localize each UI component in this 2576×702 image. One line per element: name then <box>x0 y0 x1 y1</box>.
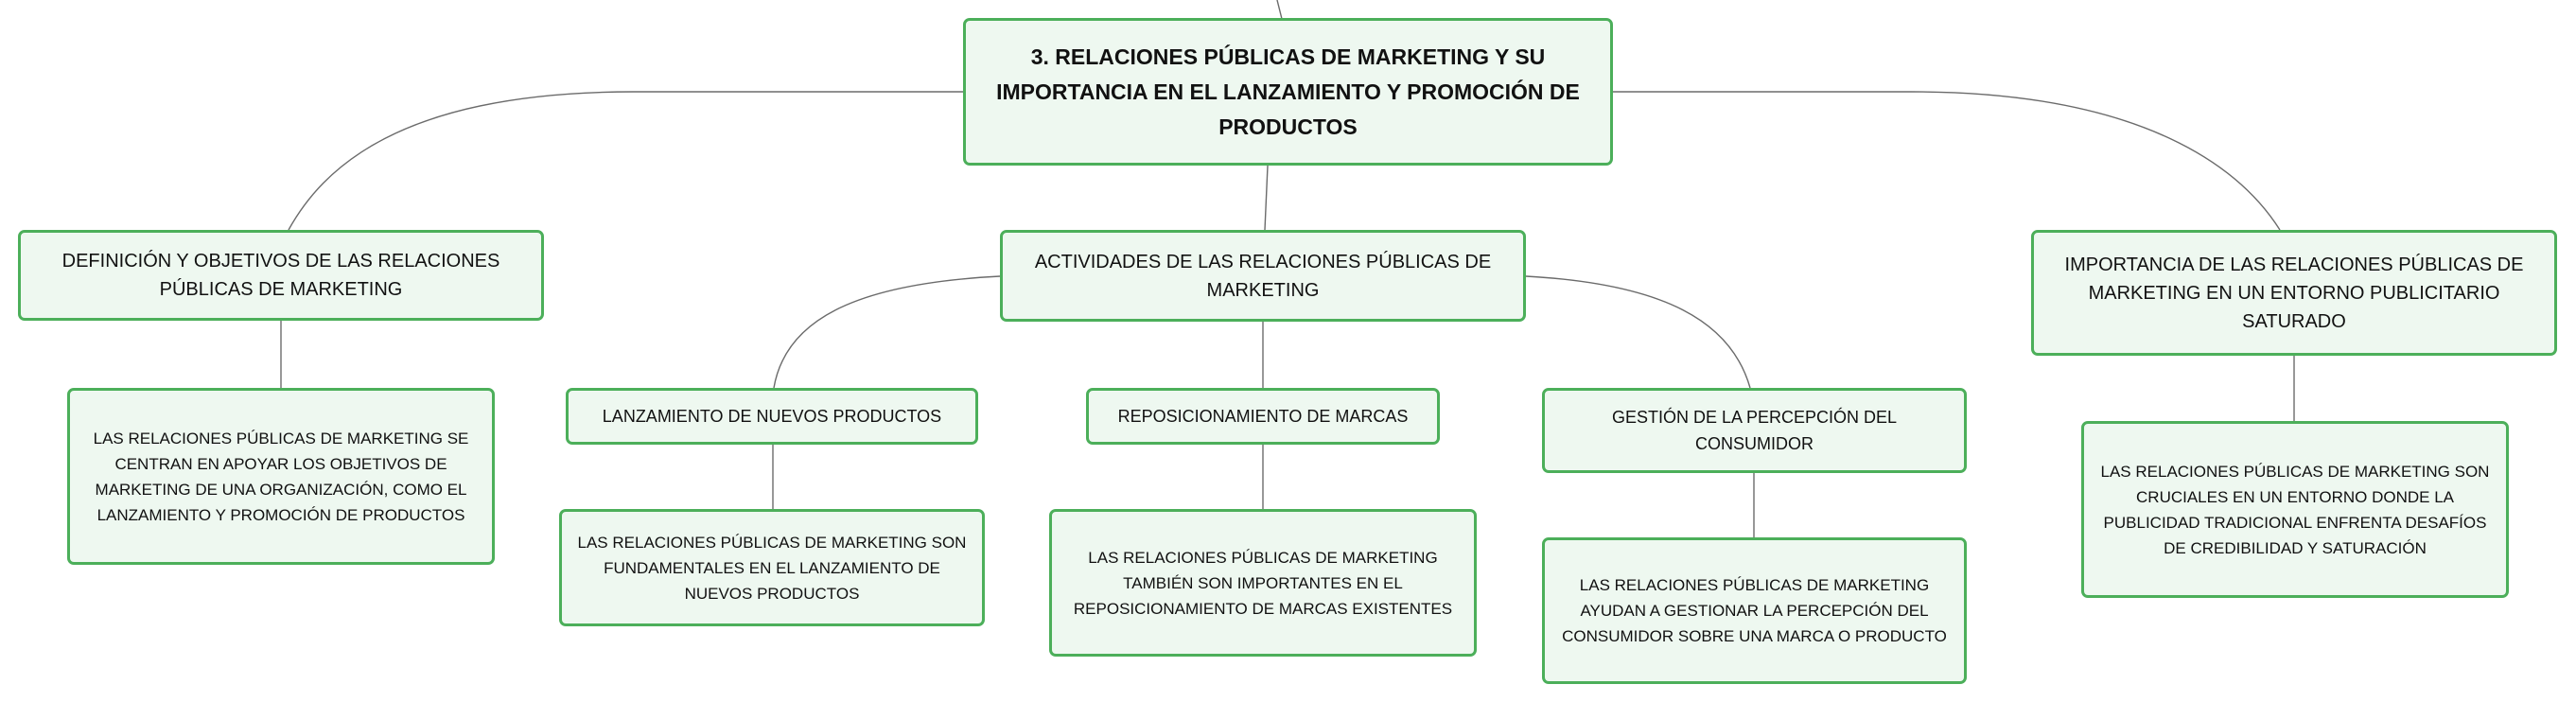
root-topic-label: 3. RELACIONES PÚBLICAS DE MARKETING Y SU… <box>996 44 1580 139</box>
reposicionamiento-topic-label: REPOSICIONAMIENTO DE MARCAS <box>1117 407 1409 426</box>
importancia-topic-node[interactable]: IMPORTANCIA DE LAS RELACIONES PÚBLICAS D… <box>2031 230 2557 356</box>
importancia-topic-label: IMPORTANCIA DE LAS RELACIONES PÚBLICAS D… <box>2064 254 2524 332</box>
reposicionamiento-detail-node[interactable]: LAS RELACIONES PÚBLICAS DE MARKETING TAM… <box>1049 509 1477 657</box>
definicion-topic-label: DEFINICIÓN Y OBJETIVOS DE LAS RELACIONES… <box>61 251 500 300</box>
definicion-topic-node[interactable]: DEFINICIÓN Y OBJETIVOS DE LAS RELACIONES… <box>18 230 544 321</box>
reposicionamiento-detail-text: LAS RELACIONES PÚBLICAS DE MARKETING TAM… <box>1073 548 1453 618</box>
lanzamiento-topic-label: LANZAMIENTO DE NUEVOS PRODUCTOS <box>602 407 942 426</box>
percepcion-detail-text: LAS RELACIONES PÚBLICAS DE MARKETING AYU… <box>1562 576 1947 645</box>
importancia-detail-node[interactable]: LAS RELACIONES PÚBLICAS DE MARKETING SON… <box>2081 421 2509 598</box>
connector-actividades-percepcion <box>1525 275 1751 389</box>
connector-root-actividades <box>1264 165 1269 231</box>
percepcion-topic-node[interactable]: GESTIÓN DE LA PERCEPCIÓN DEL CONSUMIDOR <box>1542 388 1967 473</box>
actividades-topic-label: ACTIVIDADES DE LAS RELACIONES PÚBLICAS D… <box>1034 251 1492 301</box>
actividades-topic-node[interactable]: ACTIVIDADES DE LAS RELACIONES PÚBLICAS D… <box>1000 230 1526 322</box>
connector-parent-in <box>1276 0 1283 20</box>
lanzamiento-detail-text: LAS RELACIONES PÚBLICAS DE MARKETING SON… <box>577 533 967 603</box>
connector-root-importancia <box>1613 91 2281 231</box>
definicion-detail-text: LAS RELACIONES PÚBLICAS DE MARKETING SE … <box>93 429 469 524</box>
connector-root-definicion <box>288 91 963 231</box>
lanzamiento-topic-node[interactable]: LANZAMIENTO DE NUEVOS PRODUCTOS <box>566 388 978 445</box>
importancia-detail-text: LAS RELACIONES PÚBLICAS DE MARKETING SON… <box>2100 462 2490 557</box>
definicion-detail-node[interactable]: LAS RELACIONES PÚBLICAS DE MARKETING SE … <box>67 388 495 565</box>
percepcion-topic-label: GESTIÓN DE LA PERCEPCIÓN DEL CONSUMIDOR <box>1611 408 1898 453</box>
lanzamiento-detail-node[interactable]: LAS RELACIONES PÚBLICAS DE MARKETING SON… <box>559 509 985 626</box>
reposicionamiento-topic-node[interactable]: REPOSICIONAMIENTO DE MARCAS <box>1086 388 1440 445</box>
root-topic-node[interactable]: 3. RELACIONES PÚBLICAS DE MARKETING Y SU… <box>963 18 1613 166</box>
percepcion-detail-node[interactable]: LAS RELACIONES PÚBLICAS DE MARKETING AYU… <box>1542 537 1967 684</box>
connector-actividades-lanzamiento <box>773 275 1001 389</box>
